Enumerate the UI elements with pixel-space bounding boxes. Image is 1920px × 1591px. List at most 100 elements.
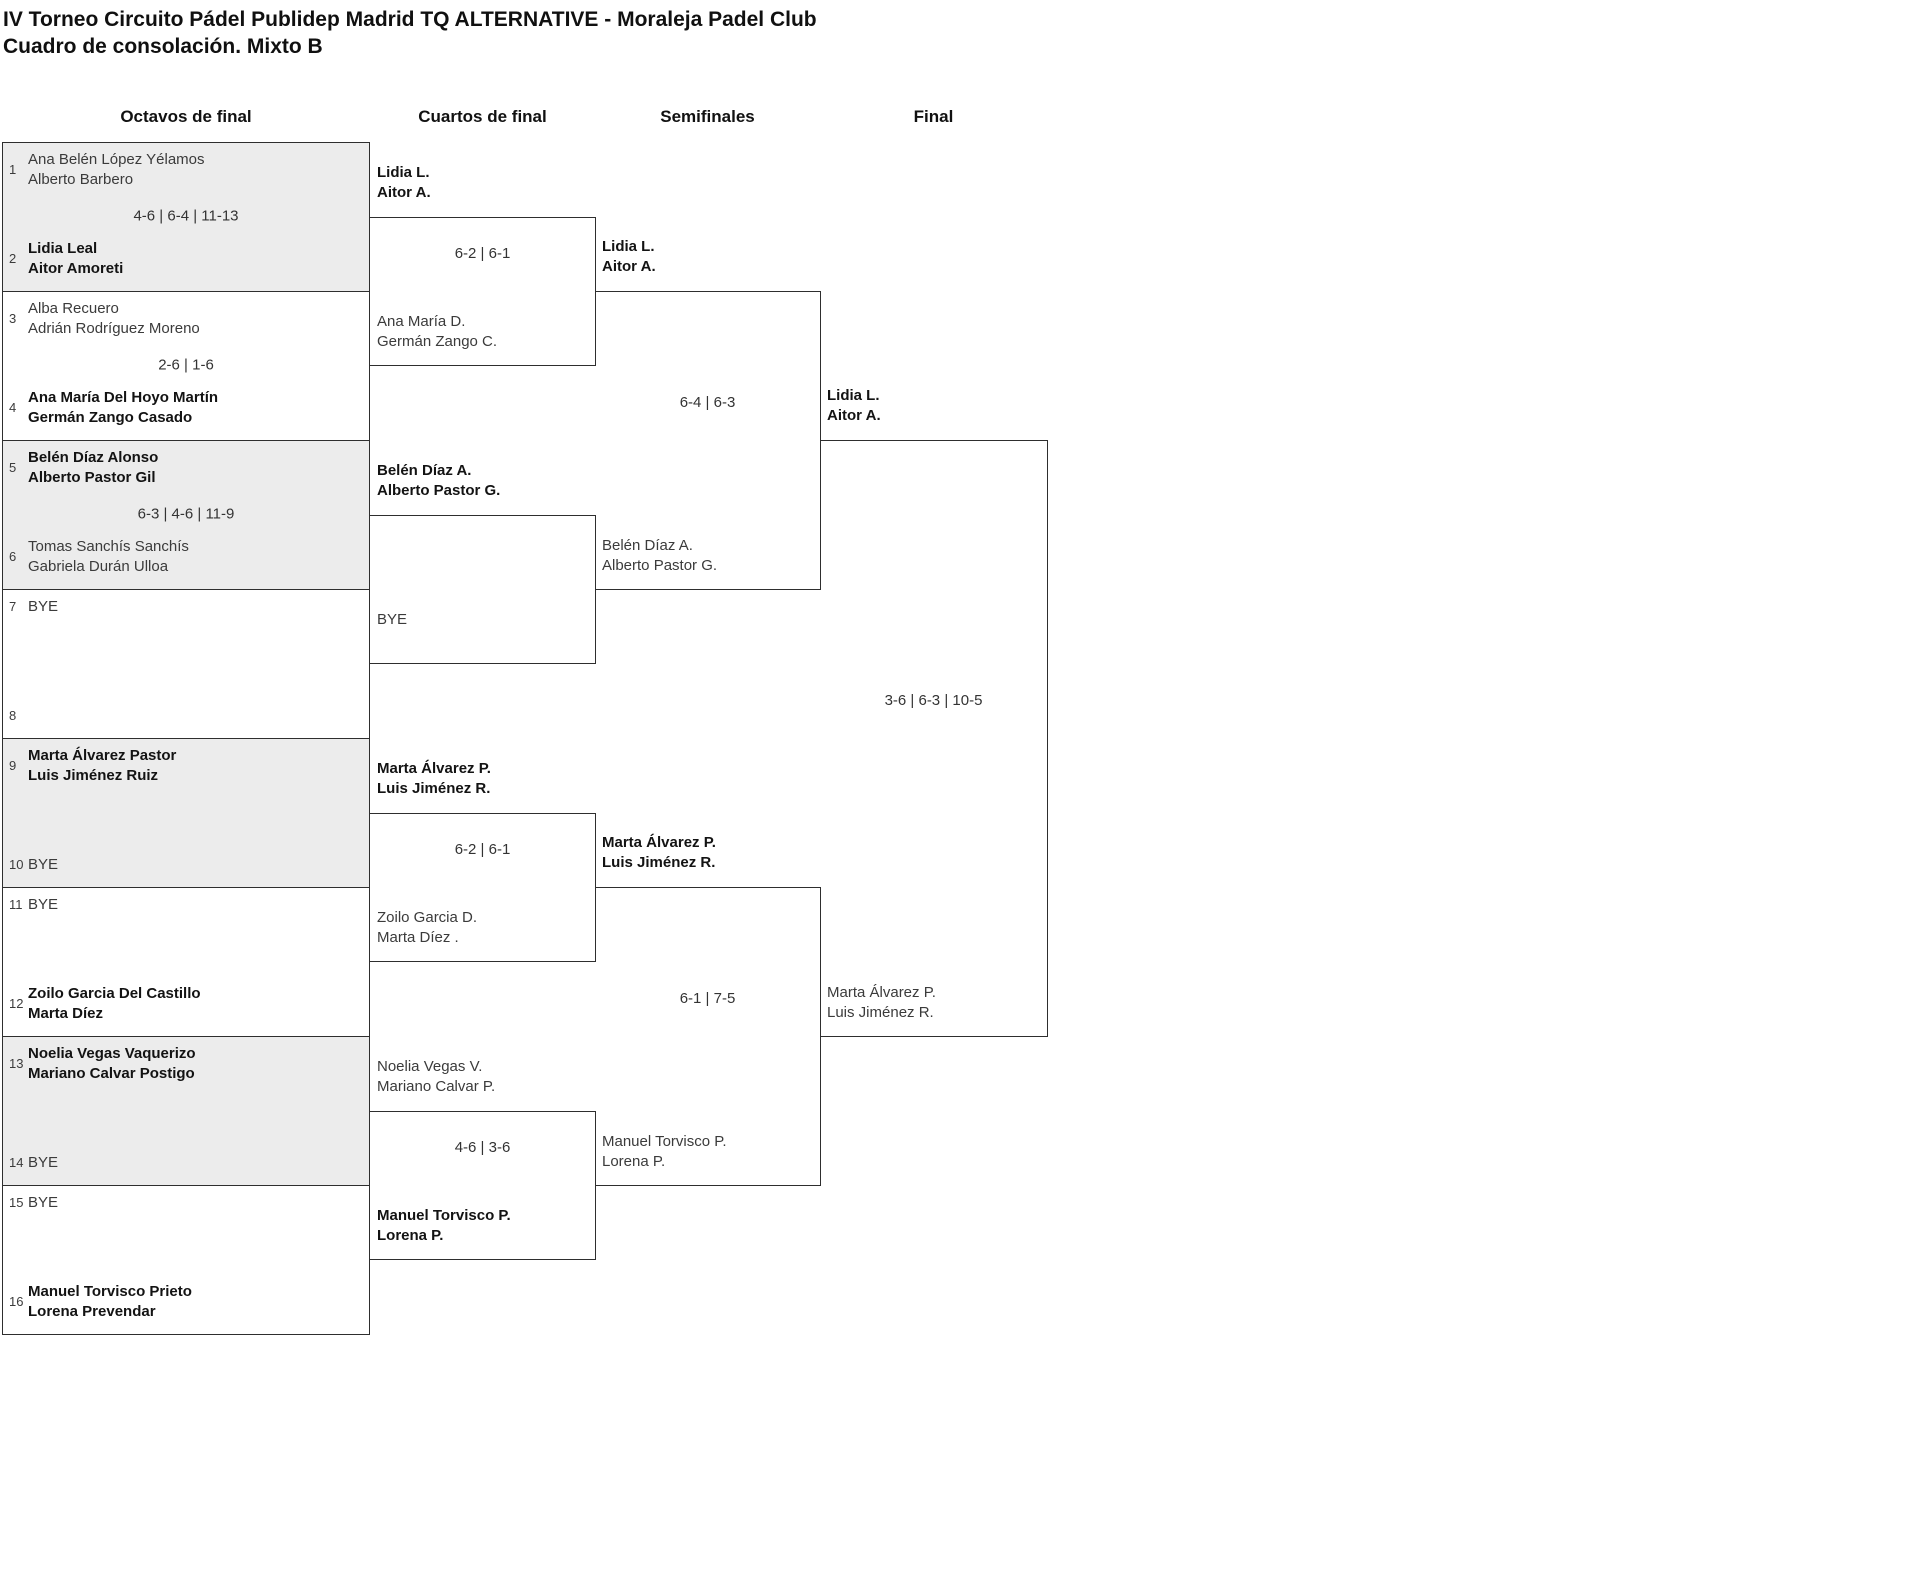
player-name: Belén Díaz Alonso xyxy=(28,449,159,466)
player-name: Alberto Pastor Gil xyxy=(28,469,156,486)
advancing-team-label: BYE xyxy=(377,610,591,650)
team-names: BYE xyxy=(28,855,58,875)
player-name: BYE xyxy=(28,598,59,615)
advancing-team-label: Marta Álvarez P.Luis Jiménez R. xyxy=(602,833,816,873)
player-name: Mariano Calvar P. xyxy=(377,1078,496,1095)
match-score: 6-1 | 7-5 xyxy=(679,989,736,1007)
seed-number: 6 xyxy=(9,549,17,564)
player-name: Aitor A. xyxy=(602,258,656,275)
match-score: 6-2 | 6-1 xyxy=(454,840,511,858)
bracket-slot-11: 11 BYE xyxy=(9,895,361,915)
seed-number: 11 xyxy=(9,897,23,912)
player-name: Alberto Pastor G. xyxy=(377,482,501,499)
player-name: Lorena P. xyxy=(602,1153,666,1170)
round-header-semifinales: Semifinales xyxy=(660,107,755,126)
seed-number: 8 xyxy=(9,708,17,723)
player-name: Marta Díez xyxy=(28,1005,104,1022)
player-name: Germán Zango C. xyxy=(377,333,498,350)
player-name: Marta Álvarez P. xyxy=(827,984,936,1001)
match-score: 6-3 | 4-6 | 11-9 xyxy=(137,505,235,523)
player-name: Adrián Rodríguez Moreno xyxy=(28,320,200,337)
player-name: Marta Álvarez Pastor xyxy=(28,747,177,764)
seed-number: 13 xyxy=(9,1056,24,1071)
cuartos-match-box-3: Marta Álvarez P.Luis Jiménez R. 6-2 | 6-… xyxy=(369,760,596,962)
player-name: Marta Álvarez P. xyxy=(377,760,491,777)
page-subtitle: Cuadro de consolación. Mixto B xyxy=(3,35,323,58)
player-name: Lorena P. xyxy=(377,1227,444,1244)
team-names: BYE xyxy=(28,895,58,915)
player-name: Ana María Del Hoyo Martín xyxy=(28,389,219,406)
advancing-team-label: Manuel Torvisco P.Lorena P. xyxy=(602,1132,816,1172)
round-header-cuartos: Cuartos de final xyxy=(418,107,547,126)
bracket-slot-7: 7 BYE xyxy=(9,597,361,617)
player-name: Belén Díaz A. xyxy=(377,462,472,479)
cuartos-match-box-4: Noelia Vegas V.Mariano Calvar P. 4-6 | 3… xyxy=(369,1058,596,1260)
advancing-team-label: Lidia L. Aitor A. xyxy=(602,237,816,277)
advancing-team-label: Lidia L.Aitor A. xyxy=(827,386,1043,426)
team-names: BYE xyxy=(28,1193,58,1213)
player-name: Lidia L. xyxy=(377,164,430,181)
player-name: Lidia L. xyxy=(602,238,655,255)
advancing-team-label: Ana María D. Germán Zango C. xyxy=(377,312,591,352)
seed-number: 10 xyxy=(9,857,24,872)
octavos-match-box-4: 7 BYE 8 xyxy=(2,589,370,739)
player-name: Ana María D. xyxy=(377,313,466,330)
cuartos-match-box-1: Lidia L.Aitor A. 6-2 | 6-1 Ana María D.G… xyxy=(369,164,596,366)
player-name xyxy=(377,630,591,650)
advancing-team-label: Lidia L.Aitor A. xyxy=(377,163,591,203)
player-name: Noelia Vegas Vaquerizo xyxy=(28,1045,196,1062)
round-header-octavos: Octavos de final xyxy=(120,107,252,126)
seed-number: 2 xyxy=(9,251,17,266)
seed-number: 12 xyxy=(9,996,24,1011)
player-name: Ana Belén López Yélamos xyxy=(28,151,205,168)
seed-number: 4 xyxy=(9,400,17,415)
player-name: Manuel Torvisco P. xyxy=(377,1207,511,1224)
match-score: 3-6 | 6-3 | 10-5 xyxy=(884,691,983,709)
player-name: Gabriela Durán Ulloa xyxy=(28,558,169,575)
advancing-team-label: Zoilo Garcia D.Marta Díez . xyxy=(377,908,591,948)
advancing-team-label: Belén Díaz A. Alberto Pastor G. xyxy=(377,461,591,501)
player-name: BYE xyxy=(377,611,408,628)
seed-number: 3 xyxy=(9,311,17,326)
semifinal-match-box-1: Lidia L.Aitor A. 6-4 | 6-3 Belén Díaz A.… xyxy=(595,238,821,590)
player-name: BYE xyxy=(28,896,59,913)
seed-number: 5 xyxy=(9,460,17,475)
final-match-box: Lidia L.Aitor A. 3-6 | 6-3 | 10-5 Marta … xyxy=(820,387,1048,1037)
advancing-team-label: Marta Álvarez P.Luis Jiménez R. xyxy=(827,983,1043,1023)
round-header-final: Final xyxy=(913,107,954,126)
player-name: Luis Jiménez Ruiz xyxy=(28,767,159,784)
advancing-team-label: Marta Álvarez P.Luis Jiménez R. xyxy=(377,759,591,799)
seed-number: 9 xyxy=(9,758,17,773)
bracket-slot-8: 8 xyxy=(9,706,361,726)
player-name: Germán Zango Casado xyxy=(28,409,193,426)
advancing-team-label: Belén Díaz A.Alberto Pastor G. xyxy=(602,536,816,576)
match-score: 2-6 | 1-6 xyxy=(158,356,214,374)
player-name: Mariano Calvar Postigo xyxy=(28,1065,195,1082)
seed-number: 15 xyxy=(9,1195,24,1210)
seed-number: 7 xyxy=(9,599,17,614)
player-name: Alberto Barbero xyxy=(28,171,134,188)
page-title: IV Torneo Circuito Pádel Publidep Madrid… xyxy=(3,8,817,31)
player-name: Noelia Vegas V. xyxy=(377,1058,483,1075)
bracket-slot-10: 10 BYE xyxy=(9,855,361,875)
player-name: Aitor A. xyxy=(827,407,881,424)
player-name: BYE xyxy=(28,856,59,873)
player-name: Alberto Pastor G. xyxy=(602,557,718,574)
